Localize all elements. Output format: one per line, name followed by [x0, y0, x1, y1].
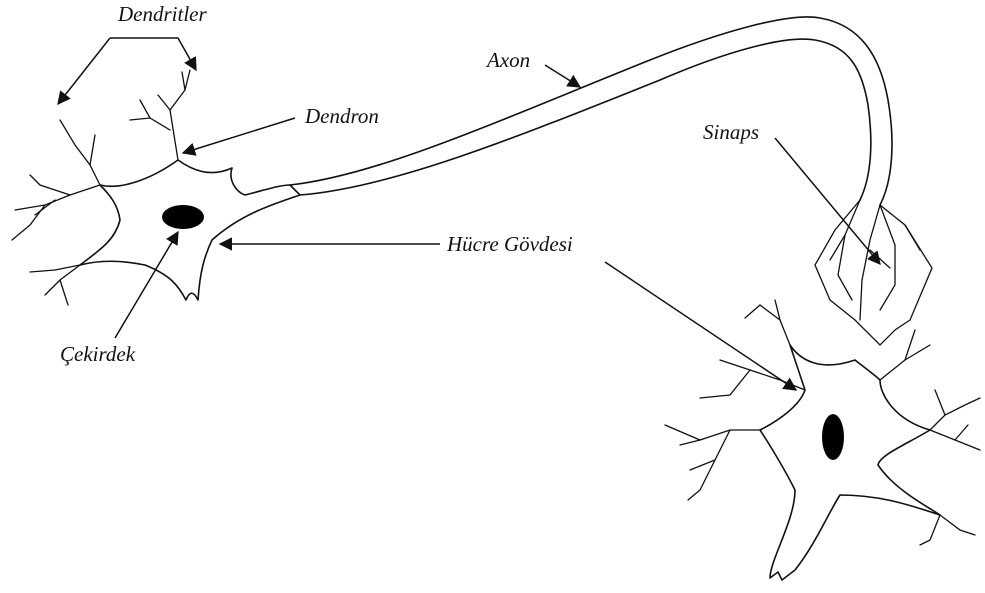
right-dendrite-right-a2: [935, 390, 945, 415]
left-dendrite-top-b2: [140, 100, 150, 118]
right-neuron: [665, 300, 980, 580]
left-neuron: [12, 17, 892, 305]
terminal-outline: [815, 200, 932, 345]
right-dendrite-left-b4: [680, 440, 700, 445]
left-nucleus: [162, 205, 204, 229]
label-dendrites: Dendritler: [118, 4, 207, 25]
dendrites-arrow-right: [110, 38, 196, 70]
right-dendrite-left-a: [720, 360, 805, 390]
label-dendron: Dendron: [305, 106, 379, 127]
left-dendrite-left-b2: [60, 280, 68, 305]
synapse-terminals: [815, 200, 932, 345]
left-cell-body: [80, 160, 300, 300]
right-dendrite-right-c: [880, 345, 930, 380]
left-dendrite-top-a3: [182, 72, 185, 90]
left-dendrite-top-c: [60, 120, 100, 185]
terminal-branch-1: [838, 200, 860, 300]
label-nucleus: Çekirdek: [60, 344, 135, 365]
right-dendrite-right-a: [930, 398, 980, 430]
right-dendrite-left-a2: [700, 370, 750, 398]
dendrites-arrow-left: [58, 38, 110, 104]
right-dendrite-right-b: [940, 515, 975, 535]
terminal-branch-5: [870, 250, 890, 268]
axon-lower: [300, 39, 871, 200]
terminal-branch-2: [860, 205, 880, 320]
label-cell-body: Hücre Gövdesi: [447, 234, 573, 255]
left-dendrite-left-a4: [35, 200, 55, 215]
label-synapse: Sinaps: [703, 122, 759, 143]
terminal-branch-3: [880, 205, 895, 310]
left-dendrite-top-c2: [90, 135, 95, 165]
terminal-branch-6: [905, 225, 920, 250]
left-dendrite-left-a2: [30, 175, 70, 195]
right-dendrite-right-a4: [955, 425, 968, 440]
left-dendrite-left-b: [45, 265, 80, 295]
left-dendrite-top-b: [130, 118, 170, 130]
right-nucleus: [822, 414, 844, 460]
dendron-arrow: [183, 118, 295, 153]
right-cell-body: [760, 345, 940, 580]
right-dendrite-right-b2: [920, 515, 940, 545]
synapse-arrow: [775, 138, 880, 264]
left-dendrite-top-a: [158, 95, 178, 160]
left-dendrite-left-a: [15, 185, 100, 210]
cell-body-arrow-right: [605, 262, 796, 390]
axon-upper: [290, 17, 892, 205]
left-dendrite-top-a2: [170, 70, 190, 110]
right-dendrite-left-b: [665, 425, 760, 440]
right-dendrite-top-a: [745, 305, 790, 345]
label-axon: Axon: [487, 50, 530, 71]
axon-arrow: [545, 65, 580, 87]
